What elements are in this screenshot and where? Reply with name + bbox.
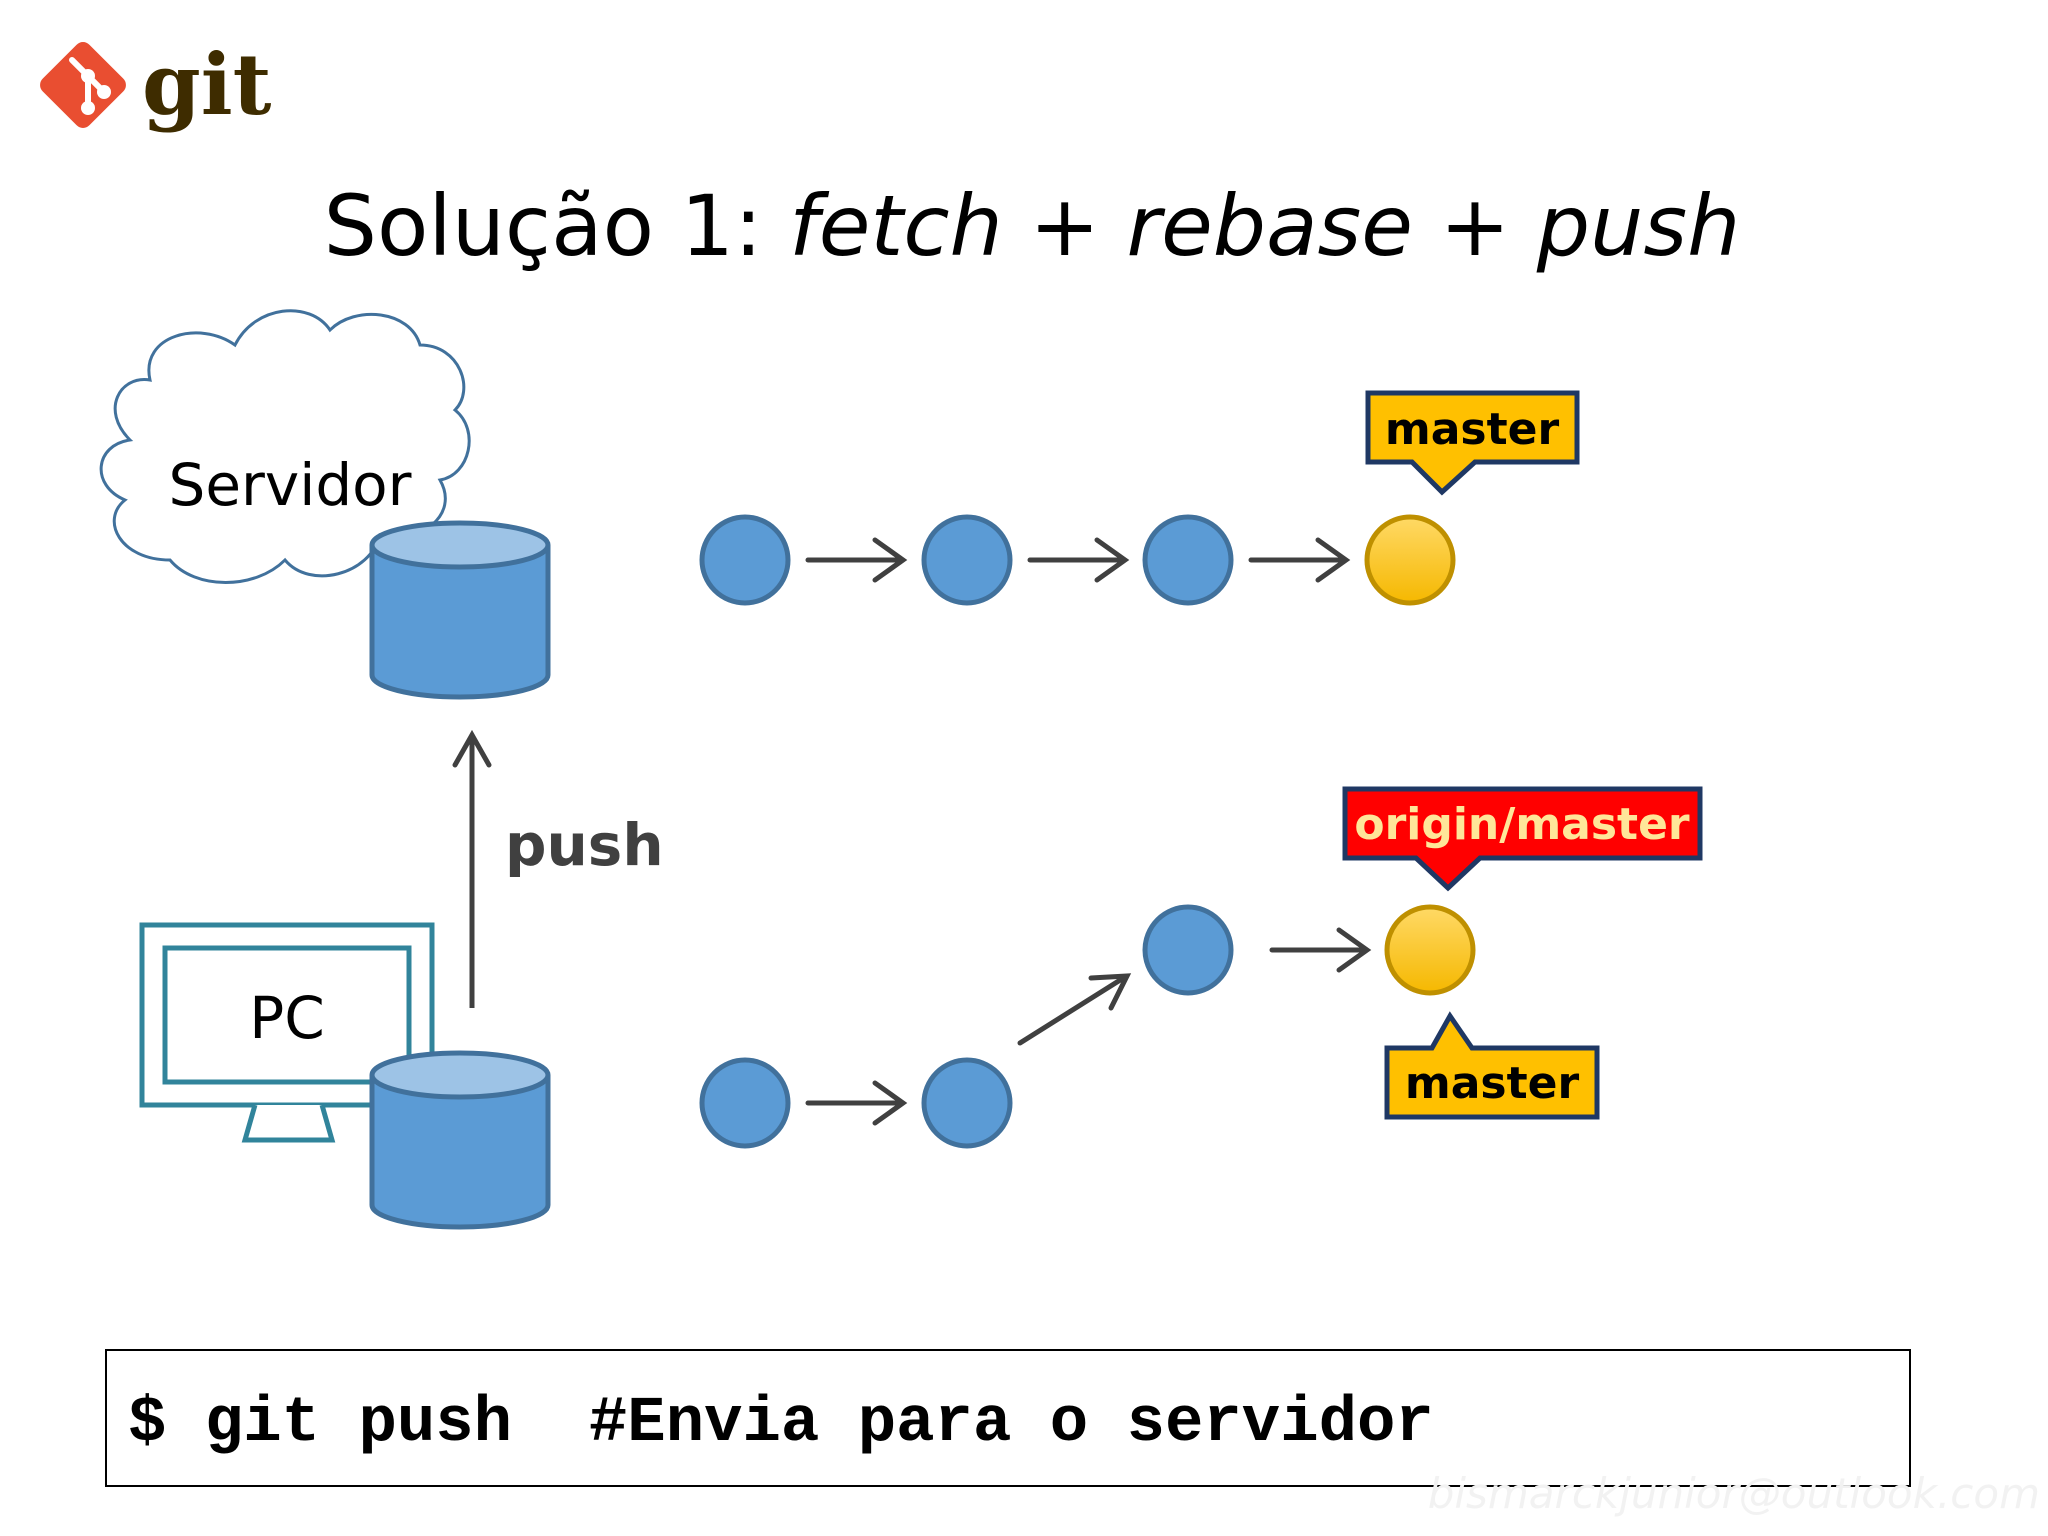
push-arrow bbox=[452, 729, 492, 1008]
local-master-text: master bbox=[1405, 1058, 1580, 1109]
server-master-label: master bbox=[1365, 390, 1580, 496]
server-commit-head bbox=[1364, 514, 1456, 606]
local-commit-1 bbox=[699, 1057, 791, 1149]
origin-master-text: origin/master bbox=[1354, 799, 1690, 850]
server-commit-3 bbox=[1142, 514, 1234, 606]
server-commit-chain bbox=[699, 514, 1456, 606]
local-commit-2 bbox=[921, 1057, 1013, 1149]
server-arrows bbox=[805, 537, 1351, 583]
local-commit-head bbox=[1384, 904, 1476, 996]
command-box: $ git push #Envia para o servidor bbox=[105, 1349, 1911, 1487]
page-title: Solução 1: fetch + rebase + push bbox=[324, 177, 1741, 275]
command-text: $ git push #Envia para o servidor bbox=[128, 1388, 1434, 1460]
local-arrows bbox=[805, 927, 1372, 1126]
title-separator: : bbox=[734, 177, 789, 275]
server-commit-2 bbox=[921, 514, 1013, 606]
origin-master-label: origin/master bbox=[1342, 786, 1703, 892]
git-logo: git bbox=[40, 35, 272, 134]
local-commit-3 bbox=[1142, 904, 1234, 996]
server-master-text: master bbox=[1385, 404, 1560, 455]
git-logo-text: git bbox=[142, 35, 272, 134]
server-label: Servidor bbox=[169, 451, 412, 519]
pc-label: PC bbox=[249, 984, 324, 1052]
server-database-icon bbox=[369, 520, 551, 700]
local-commit-chain bbox=[699, 904, 1476, 1149]
pc-database-icon bbox=[369, 1050, 551, 1230]
server-commit-1 bbox=[699, 514, 791, 606]
title-italic: fetch + rebase + push bbox=[789, 177, 1740, 275]
git-diamond-icon bbox=[40, 42, 126, 128]
watermark: bismarckjunior@outlook.com bbox=[1428, 1469, 2040, 1518]
title-main: Solução 1 bbox=[324, 177, 734, 275]
local-master-label: master bbox=[1384, 1011, 1600, 1120]
push-label: push bbox=[505, 811, 664, 879]
